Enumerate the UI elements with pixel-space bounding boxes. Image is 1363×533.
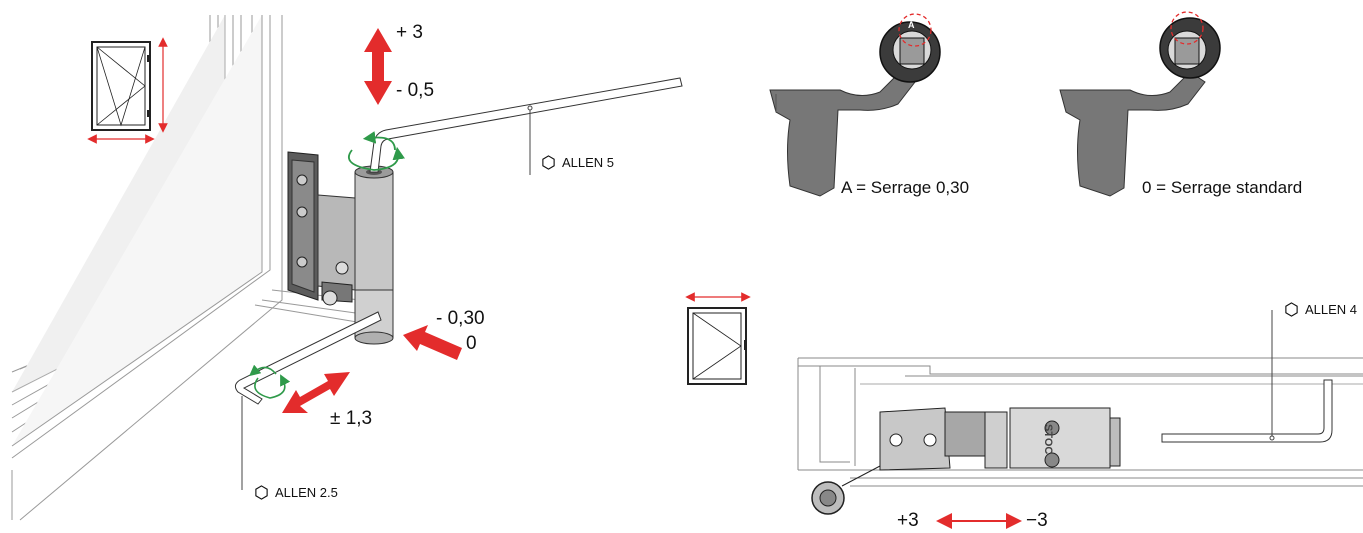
cam-letter-a: A [908, 20, 915, 30]
label-zero: 0 [466, 333, 477, 354]
label-minus-0-5: - 0,5 [396, 80, 435, 101]
tilt-turn-window-icon [87, 37, 168, 144]
label-serrage-0-30: A = Serrage 0,30 [841, 178, 970, 197]
hexagon-icon [255, 485, 268, 500]
allen-5-callout: ALLEN 5 [541, 155, 614, 170]
allen-key-4 [1161, 379, 1333, 443]
allen-4-callout: ALLEN 4 [1284, 302, 1357, 317]
allen-5-label: ALLEN 5 [562, 155, 615, 170]
cam-profile-standard [1059, 11, 1221, 197]
label-minus-3-bottom: −3 [1026, 510, 1048, 531]
label-plus-minus-1-3: ± 1,3 [330, 408, 373, 429]
lateral-adjust-arrow [282, 372, 350, 413]
brand-mark: STOC [1042, 424, 1054, 455]
allen-2-5-label: ALLEN 2.5 [275, 485, 338, 500]
hexagon-icon [1285, 302, 1298, 317]
hexagon-icon [542, 155, 555, 170]
vertical-adjust-arrow [364, 28, 392, 105]
allen-key-2-5 [234, 311, 382, 405]
label-plus-3: + 3 [396, 22, 423, 43]
allen-4-label: ALLEN 4 [1305, 302, 1358, 317]
cam-profile-a [769, 13, 941, 197]
label-plus-3-bottom: +3 [897, 510, 919, 531]
label-minus-0-30: - 0,30 [436, 308, 485, 329]
window-hinge-assembly [811, 407, 1121, 515]
frame-hinge-part [287, 151, 394, 345]
allen-2-5-callout: ALLEN 2.5 [254, 485, 338, 500]
compression-arrow [403, 325, 462, 360]
side-hung-window-icon [685, 292, 751, 385]
label-serrage-standard: 0 = Serrage standard [1142, 178, 1303, 197]
window-frame-corner [11, 15, 376, 521]
